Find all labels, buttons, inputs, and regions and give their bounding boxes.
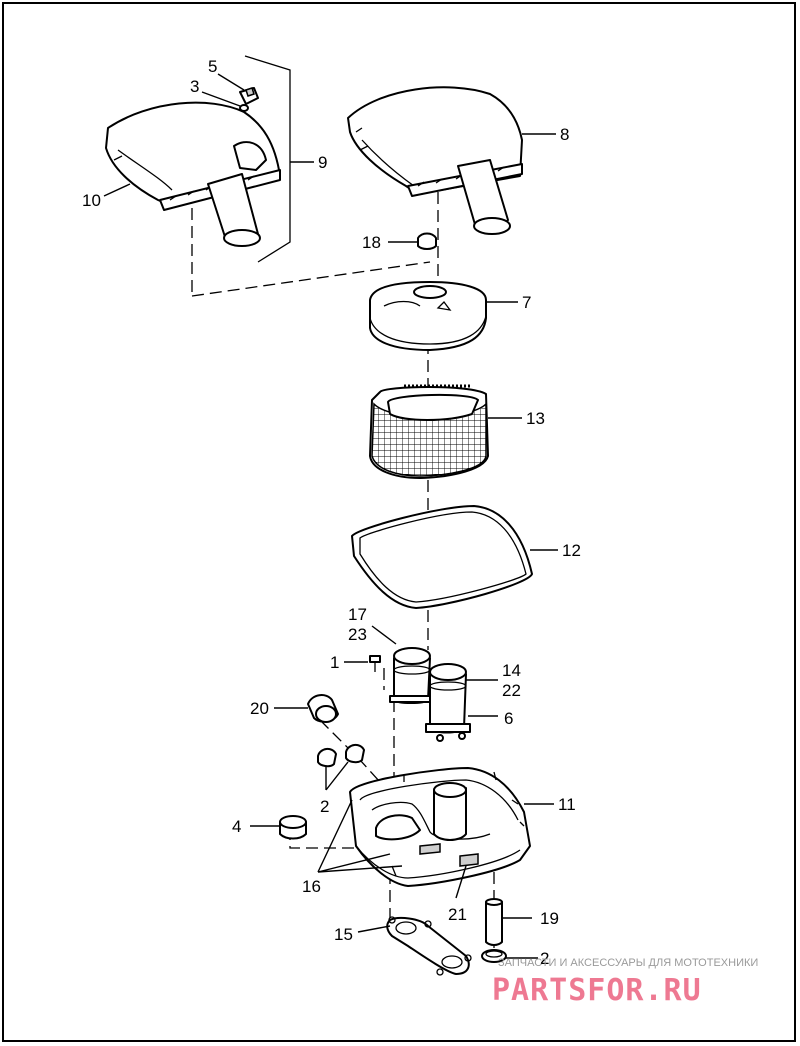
callout-23: 23 (348, 625, 367, 644)
callout-14: 14 (502, 661, 521, 680)
part-18-grommet (417, 232, 437, 250)
callout-10: 10 (82, 191, 101, 210)
part-17-breather (389, 647, 435, 704)
part-11-backplate (349, 767, 531, 887)
part-14-breather (425, 663, 471, 742)
callout-11: 11 (558, 795, 576, 814)
part-12-gasket (351, 505, 533, 609)
callout-12: 12 (562, 541, 581, 560)
part-4-plug (279, 815, 307, 840)
callout-21: 21 (448, 905, 467, 924)
part-5-sensor (239, 87, 259, 105)
callout-20: 20 (250, 699, 269, 718)
callout-2-upper: 2 (320, 797, 329, 816)
callout-3: 3 (190, 77, 199, 96)
callout-19: 19 (540, 909, 559, 928)
part-13-filter-element (369, 384, 489, 479)
watermark: ЗАПЧАСТИ И АКСЕССУАРЫ ДЛЯ МОТОТЕХНИКИ PA… (492, 957, 758, 1008)
callout-22: 22 (502, 681, 521, 700)
callout-4: 4 (232, 817, 241, 836)
callout-16: 16 (302, 877, 321, 896)
leader-lines (103, 73, 558, 959)
watermark-logo: PARTSFOR.RU (492, 973, 702, 1008)
callout-17: 17 (348, 605, 367, 624)
part-20-hose-elbow (307, 694, 339, 723)
callout-13: 13 (526, 409, 545, 428)
part-19-filter-tube (485, 898, 503, 946)
callout-7: 7 (522, 293, 531, 312)
watermark-tagline: ЗАПЧАСТИ И АКСЕССУАРЫ ДЛЯ МОТОТЕХНИКИ (498, 957, 758, 969)
callout-8: 8 (560, 125, 569, 144)
part-10-cover-left (105, 101, 281, 247)
callout-15: 15 (334, 925, 353, 944)
part-15-gasket (386, 916, 472, 976)
part-21-screen (459, 853, 479, 867)
part-1-screw (369, 655, 381, 672)
callout-5: 5 (208, 57, 217, 76)
part-2-clamp-a (317, 744, 365, 768)
part-8-cover-right (347, 86, 523, 235)
callout-6: 6 (504, 709, 513, 728)
callout-1: 1 (330, 653, 339, 672)
callout-2-lower: 2 (540, 949, 549, 968)
part-3-grommet (239, 104, 249, 112)
callout-9: 9 (318, 153, 327, 172)
part-7-backplate-cover (369, 281, 487, 351)
callout-labels: 5 3 9 10 8 18 7 13 12 17 23 1 14 22 6 20… (82, 57, 581, 968)
bracket-9 (244, 55, 291, 263)
part-2-clamp-b (481, 949, 507, 963)
callout-18: 18 (362, 233, 381, 252)
